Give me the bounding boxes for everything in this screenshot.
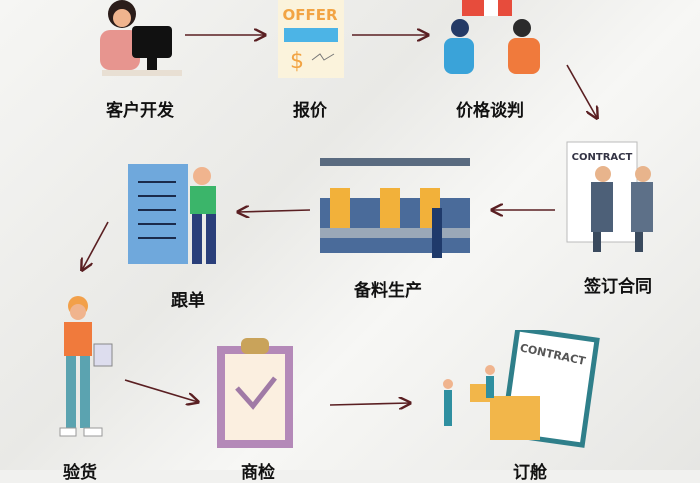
step-label: 价格谈判: [456, 101, 524, 121]
contract-signing-icon: CONTRACT: [566, 141, 653, 252]
negotiation-icon: [444, 0, 540, 74]
offer-badge: OFFER: [282, 6, 337, 24]
offer-icon: OFFER $: [278, 0, 344, 78]
flow-arrows: [0, 0, 700, 470]
step-label: 跟单: [171, 291, 205, 311]
shipping-contract-icon: CONTRACT: [443, 330, 600, 448]
step-label: 客户开发: [106, 101, 174, 121]
arrow-6-7: [82, 221, 109, 270]
step-label: 备料生产: [354, 281, 422, 301]
inspector-icon: [59, 296, 113, 437]
checklist-icon: [128, 164, 216, 264]
step-label: 订舱: [513, 463, 547, 483]
step-label: 验货: [63, 463, 97, 483]
contract-badge: CONTRACT: [572, 152, 633, 163]
step-label: 签订合同: [584, 277, 652, 297]
step-label: 商检: [241, 463, 275, 483]
arrow-7-8: [124, 379, 198, 402]
step-label: 报价: [293, 101, 327, 121]
svg-text:$: $: [290, 49, 304, 74]
factory-icon: [320, 158, 470, 258]
arrow-8-9: [329, 403, 410, 405]
clipboard-check-icon: [217, 338, 293, 448]
arrow-5-6: [238, 210, 311, 212]
customer-service-icon: [100, 0, 182, 76]
arrow-3-4: [566, 64, 597, 118]
